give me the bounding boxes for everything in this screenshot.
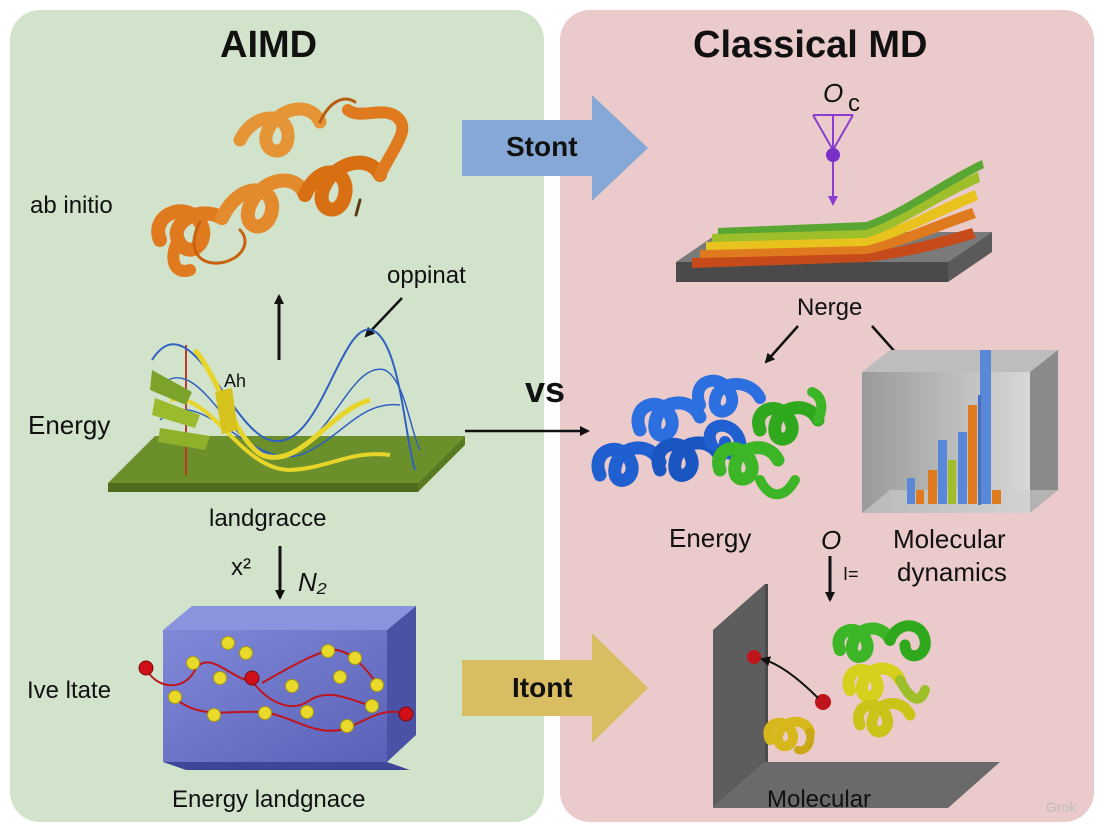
- watermark: Grok: [1046, 799, 1077, 815]
- label-eq: I=: [843, 564, 859, 584]
- right-panel-title: Classical MD: [693, 24, 928, 66]
- label-oc-o: O: [823, 78, 844, 108]
- label-ive-ltate: Ive ltate: [27, 677, 112, 704]
- label-molecular-dynamics-line1: Molecular: [893, 524, 1006, 554]
- molecule-bead-yellow: [300, 705, 314, 719]
- top-block-arrow: [462, 95, 648, 201]
- label-x2: x²: [231, 554, 251, 581]
- bar-chart-box-icon: [862, 350, 1058, 513]
- top-arrow-label: Stont: [506, 131, 578, 162]
- bar-chart-bars: [907, 350, 1001, 505]
- molecule-beads: [138, 636, 414, 733]
- molecule-bead-yellow: [239, 646, 253, 660]
- molecule-bead-red: [138, 660, 154, 676]
- label-oc-c: c: [848, 90, 860, 117]
- bottom-arrow-label: Itont: [512, 672, 573, 703]
- blue-green-protein-icon: [591, 374, 827, 500]
- label-ah: Ah: [224, 371, 247, 391]
- molecule-bead-yellow: [285, 679, 299, 693]
- molecule-bead-yellow: [221, 636, 235, 650]
- molecule-bead-yellow: [168, 690, 182, 704]
- label-nz: N₂: [298, 567, 327, 597]
- oc-symbol-icon: [812, 114, 854, 206]
- label-molecular-dynamics-line2: dynamics: [897, 557, 1007, 587]
- label-molecular: Molecular: [767, 786, 872, 813]
- energy-landscape-icon: [108, 328, 465, 492]
- molecule-bead-yellow: [207, 708, 221, 722]
- molecule-bead-yellow: [340, 719, 354, 733]
- molecule-bead-yellow: [333, 670, 347, 684]
- molecule-bead-yellow: [365, 699, 379, 713]
- label-o: O: [821, 525, 842, 555]
- molecule-bead-red: [398, 706, 414, 722]
- molecule-bead-yellow: [370, 678, 384, 692]
- molecule-box-icon: [147, 606, 416, 770]
- wall-floor-scene-icon: [713, 584, 1000, 808]
- vs-label: vs: [525, 369, 566, 410]
- label-landgracce: landgracce: [209, 505, 327, 532]
- bottom-block-arrow: [462, 633, 648, 743]
- layered-energy-surface-icon: [676, 160, 992, 282]
- orange-protein-icon: [151, 97, 409, 277]
- label-energy-landgnace: Energy landgnace: [172, 786, 366, 813]
- label-energy-left: Energy: [28, 410, 111, 440]
- molecule-bead-yellow: [348, 651, 362, 665]
- molecule-bead-yellow: [321, 644, 335, 658]
- molecule-bead-red: [244, 670, 260, 686]
- label-nerge: Nerge: [797, 294, 863, 321]
- nerge-arrow-left: [764, 325, 799, 364]
- molecule-bead-yellow: [258, 706, 272, 720]
- label-energy-right: Energy: [669, 523, 752, 553]
- label-ab-initio: ab initio: [30, 192, 113, 219]
- molecule-bead-yellow: [186, 656, 200, 670]
- label-oppinat: oppinat: [387, 262, 466, 289]
- left-panel-title: AIMD: [220, 24, 318, 66]
- molecule-bead-yellow: [213, 671, 227, 685]
